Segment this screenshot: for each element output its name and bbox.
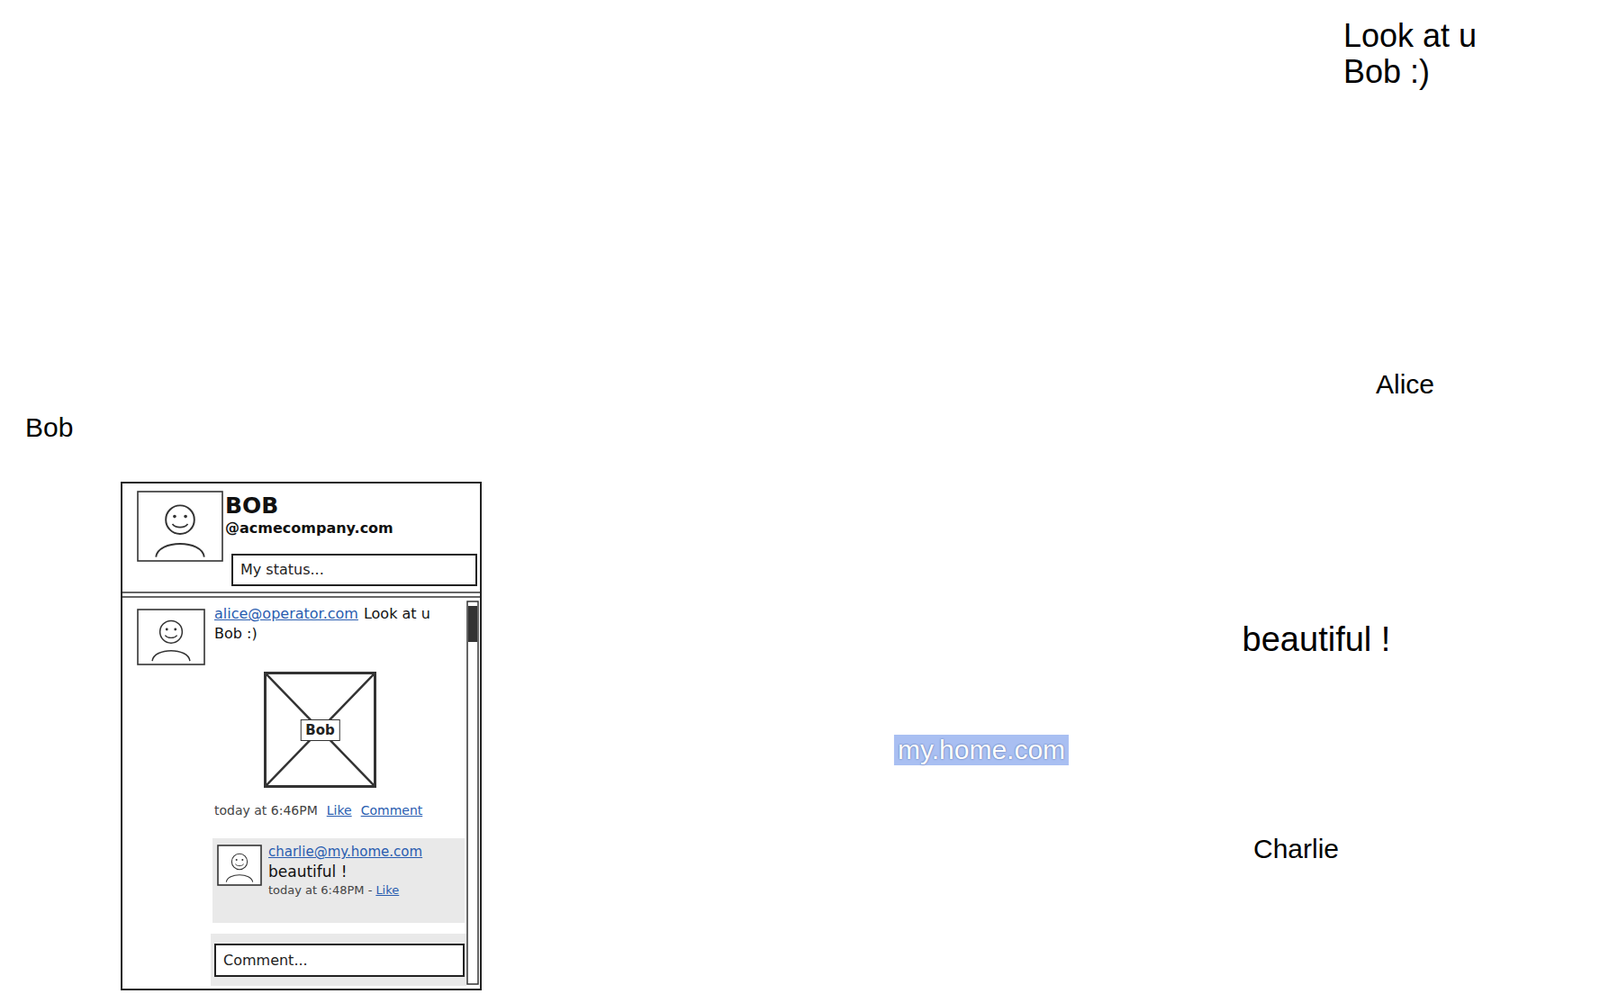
bubble-join: [1212, 674, 1264, 688]
post-meta: today at 6:46PM Like Comment: [214, 802, 423, 819]
profile-name: BOB: [225, 492, 394, 520]
speech-bubble: Look at u Bob :): [1316, 5, 1587, 174]
comment-input: Comment...: [214, 943, 465, 977]
cloud-fill: [808, 560, 1317, 959]
profile-avatar-frame: [137, 491, 223, 561]
charlie-figure: [1129, 797, 1229, 927]
text-holder: acmecompany.com: [92, 151, 371, 190]
person-name: Bob: [25, 412, 73, 443]
like-link: Like: [326, 803, 353, 818]
post-time: today at 6:46PM: [214, 803, 318, 818]
jester-picture: [1467, 69, 1565, 158]
home-server: [911, 567, 1001, 702]
text-holder: My status...: [240, 560, 325, 579]
cloud-label: operator.com: [1041, 161, 1200, 192]
alice-phone: [1105, 235, 1181, 371]
comment-avatar-frame: [217, 845, 262, 886]
text-holder: charlie@my.home.combeautiful !today at 6…: [268, 843, 462, 898]
profile-address: @acmecompany.com: [225, 519, 394, 538]
bob-figure: [148, 319, 265, 467]
comment-block: charlie@my.home.combeautiful !today at 6…: [212, 838, 465, 923]
separator-line: [122, 592, 480, 597]
scrollbar: [467, 601, 479, 985]
post-avatar: [152, 620, 190, 661]
image-placeholder: Bob: [263, 671, 377, 788]
acme-cloud: acmecompany.com: [9, 9, 552, 419]
post-line: alice@operator.comLook at u Bob :): [214, 604, 462, 643]
post-author: alice@operator.com: [214, 605, 359, 623]
text-holder: Look at u Bob :): [1343, 18, 1515, 90]
text-holder: Comment...: [223, 951, 308, 969]
status-panel: My status... Bob charlie@my.home.combeauti…: [120, 481, 482, 991]
bubble-tail: [1337, 171, 1407, 245]
input-placeholder: My status...: [240, 560, 325, 579]
text-holder: beautiful !: [1242, 620, 1392, 660]
connector-arrow: [949, 269, 965, 567]
scrollbar-thumb: [468, 605, 478, 642]
status-input: My status...: [231, 553, 478, 587]
home-computer: [953, 807, 1090, 906]
operator-server: [912, 132, 1003, 268]
alice-figure: [1210, 229, 1337, 396]
bubble-body: [1205, 598, 1428, 680]
bubble-join: [1340, 166, 1403, 180]
bob-phone: [301, 321, 378, 458]
cloud-outline: [9, 0, 481, 407]
speech-bubble: beautiful !: [1203, 596, 1429, 682]
cloud-shape: [9, 9, 552, 419]
comment-avatar-layer: [212, 838, 267, 893]
comment-text: beautiful !: [268, 861, 462, 883]
person-name: Alice: [1375, 369, 1435, 400]
cloud-fill: [9, 0, 481, 407]
connector-arrow: [551, 211, 909, 215]
input-placeholder: Comment...: [223, 951, 308, 969]
comment-time: today at 6:48PM -: [268, 883, 372, 897]
speech-text: beautiful !: [1242, 620, 1392, 660]
image-label: Bob: [299, 719, 340, 742]
cloud-label: acmecompany.com: [92, 151, 371, 190]
text-holder: my.home.com: [894, 734, 1069, 766]
cloud-label: my.home.com: [894, 734, 1069, 766]
acme-server: [460, 160, 552, 297]
comment-link: Comment: [361, 803, 424, 818]
profile-avatar: [155, 505, 205, 557]
bubble-tail: [1209, 678, 1267, 766]
comment-band: [210, 933, 467, 986]
text-holder: BOB@acmecompany.com: [225, 492, 394, 538]
bubble-body: [1318, 7, 1585, 172]
text-holder: operator.com: [1041, 161, 1200, 192]
speech-text: Look at u Bob :): [1343, 18, 1515, 90]
post-avatar-frame: [137, 609, 205, 665]
text-holder: Bob: [299, 719, 340, 742]
comment-avatar: [225, 853, 253, 882]
like-link: Like: [375, 883, 399, 897]
cloud-outline: [808, 560, 1317, 959]
comment-author: charlie@my.home.com: [268, 843, 462, 862]
person-name: Charlie: [1253, 833, 1339, 865]
